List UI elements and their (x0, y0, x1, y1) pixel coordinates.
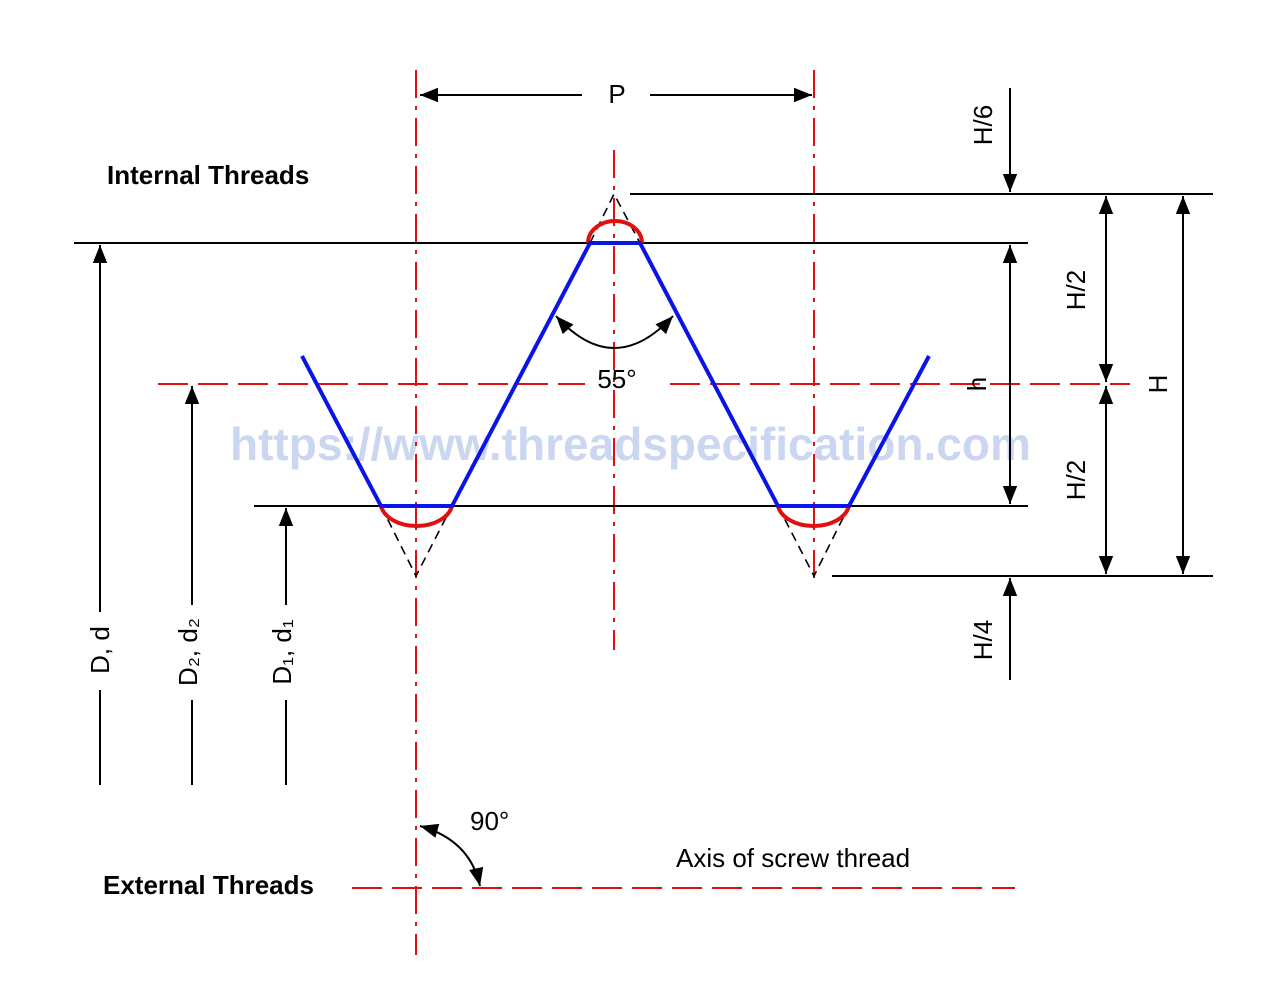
h4-label: H/4 (968, 620, 998, 660)
pitch-label: P (608, 79, 625, 109)
minor-dia-label: D₁, d₁ (267, 619, 297, 684)
H-label: H (1143, 375, 1173, 394)
axis-label: Axis of screw thread (676, 843, 910, 873)
centerlines (158, 70, 1130, 955)
flank-angle-label: 55° (597, 364, 636, 394)
thread-profile (300, 241, 931, 508)
h2-bottom-label: H/2 (1061, 460, 1091, 500)
pitch-dia-label: D₂, d₂ (173, 618, 203, 686)
flank-angle-arc (555, 315, 674, 349)
h6-label: H/6 (968, 105, 998, 145)
h2-top-label: H/2 (1061, 270, 1091, 310)
internal-threads-label: Internal Threads (107, 160, 309, 190)
rounded-crests (379, 219, 851, 528)
axis-angle-label: 90° (470, 806, 509, 836)
external-threads-label: External Threads (103, 870, 314, 900)
major-dia-label: D, d (85, 626, 115, 674)
watermark: https://www.threadspecification.com (230, 418, 1031, 470)
axis-angle-arc (419, 823, 484, 887)
h-label: h (962, 377, 992, 391)
